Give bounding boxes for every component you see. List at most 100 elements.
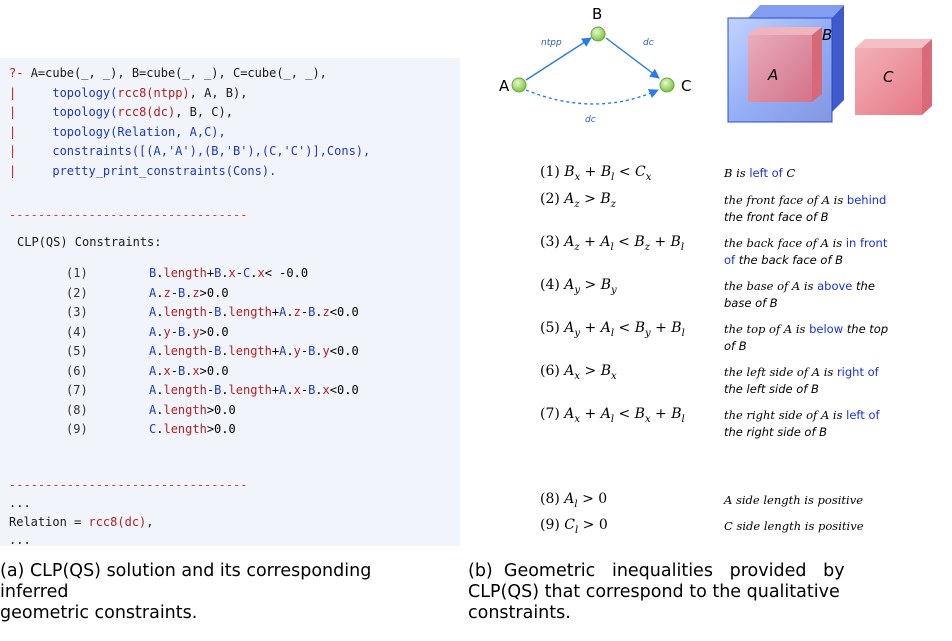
constraint-expression: C.length>0.0 (149, 422, 236, 436)
caption-a: (a) CLP(QS) solution and its correspondi… (0, 561, 371, 624)
constraint-expression: A.length-B.length+A.z-B.z<0.0 (149, 305, 359, 319)
caption-b: (b) Geometric inequalities provided by C… (468, 561, 952, 624)
query-token: rcc8(dc) (117, 105, 176, 119)
node-b-label: B (592, 5, 602, 23)
query-prefix: | (9, 105, 31, 119)
inequality-description: the front face of A is behind the front … (724, 192, 894, 226)
inequality-description: the right side of A is left of the right… (724, 407, 894, 441)
description-text: B is (724, 166, 750, 180)
description-text: A side length is positive (724, 493, 863, 507)
query-line: | topology(rcc8(ntpp), A, B), (9, 86, 247, 100)
inequality-description: the left side of A is right of the left … (724, 364, 894, 398)
inequality-description: C side length is positive (724, 518, 894, 535)
ineq-num: (3) (540, 234, 560, 250)
cubes-illustration: B A C (727, 5, 932, 123)
constraint-expression: A.length-B.length+A.y-B.y<0.0 (149, 344, 359, 358)
separator-line: --------------------------------- (9, 208, 248, 222)
constraint-number: (8) (66, 402, 88, 417)
node-a-label: A (499, 77, 510, 95)
ineq-num: (8) (540, 491, 560, 507)
inequality-description: the base of A is above the base of B (724, 278, 894, 312)
inequality-4-math: (4) Ay > By (540, 277, 617, 296)
query-line: | topology(rcc8(dc), B, C), (9, 105, 233, 119)
query-token: pretty_print_constraints(Cons). (30, 163, 277, 178)
query-token: A=cube(_, _), B=cube(_, _), C=cube(_, _)… (30, 66, 327, 80)
relation-value: rcc8(dc) (88, 515, 147, 529)
node-c (659, 77, 675, 93)
constraint-number: (3) (66, 305, 88, 319)
caption-a-line: (a) CLP(QS) solution and its correspondi… (0, 561, 372, 581)
spatial-relation: in front of (724, 236, 888, 267)
description-text: the base of B (724, 279, 875, 310)
ineq-num: (5) (540, 320, 560, 336)
relation-end: , (146, 515, 154, 529)
cube-c (855, 39, 932, 115)
inequality-7-math: (7) Ax + Al < Bx + Bl (540, 406, 685, 425)
description-text: the front face of A is (724, 193, 847, 207)
query-line: | constraints([(A,'A'),(B,'B'),(C,'C')],… (9, 144, 370, 158)
inequality-description: the top of A is below the top of B (724, 321, 894, 355)
node-b (590, 26, 606, 42)
inequality-8-math: (8) Al > 0 (540, 491, 608, 510)
query-prefix: | (9, 144, 31, 158)
spatial-relation: above (817, 279, 853, 293)
description-text: the back face of A is (724, 236, 846, 250)
edge-bc-label: dc (643, 38, 654, 48)
spatial-relation: left of (846, 408, 880, 422)
ineq-num: (4) (540, 277, 560, 293)
constraint-number: (9) (66, 422, 88, 436)
query-token: constraints([(A,'A'),(B,'B'),(C,'C')],Co… (30, 144, 371, 158)
edge-a-b (525, 37, 592, 81)
description-text: the left side of B (724, 382, 819, 396)
caption-b-line: CLP(QS) that correspond to the qualitati… (468, 582, 840, 602)
ineq-num: (6) (540, 363, 560, 379)
caption-a-line: inferred (0, 582, 69, 602)
caption-a-line: geometric constraints. (0, 603, 198, 623)
description-text: the top of A is (724, 322, 810, 336)
query-prefix: ?- (9, 66, 31, 80)
description-text: the base of A is (724, 279, 818, 293)
constraint-expression: A.x-B.x>0.0 (149, 363, 229, 378)
constraints-header: CLP(QS) Constraints: (17, 235, 162, 249)
inequality-description: A side length is positive (724, 492, 894, 509)
edge-a-c (525, 89, 659, 105)
code-panel (0, 58, 460, 546)
inequality-description: B is left of C (724, 165, 894, 182)
ineq-num: (2) (540, 191, 560, 207)
query-prefix: | (9, 85, 31, 100)
caption-b-line: (b) Geometric inequalities provided by (468, 561, 845, 581)
query-token: topology(Relation, A,C), (30, 124, 226, 139)
query-line: | topology(Relation, A,C), (9, 125, 226, 139)
query-line: | pretty_print_constraints(Cons). (9, 164, 276, 178)
query-prefix: | (9, 163, 31, 178)
ineq-num: (1) (540, 164, 560, 180)
relation-label: Relation = (9, 515, 89, 529)
relation-result: Relation = rcc8(dc), (9, 515, 154, 529)
cube-b-label: B (822, 26, 832, 44)
cube-a-label: A (767, 66, 778, 84)
inequality-5-math: (5) Ay + Al < By + Bl (540, 320, 685, 339)
ellipsis-bottom: ... (9, 533, 31, 547)
description-text: the right side of A is (724, 408, 847, 422)
constraint-expression: A.y-B.y>0.0 (149, 324, 229, 339)
inequality-6-math: (6) Ax > Bx (540, 363, 617, 382)
constraint-number: (6) (66, 363, 88, 378)
relation-graph: A B C ntpp dc dc (499, 5, 691, 125)
description-text: the top of B (724, 322, 889, 353)
edge-b-c (605, 37, 660, 79)
spatial-relation: left of (749, 166, 783, 180)
ellipsis-top: ... (9, 496, 31, 510)
description-text: C (782, 166, 796, 180)
query-token: , B, C), (175, 105, 233, 119)
edge-ac-label: dc (585, 115, 596, 125)
cube-a (748, 27, 822, 102)
ineq-num: (9) (540, 517, 560, 533)
inequality-description: the back face of A is in front of the ba… (724, 235, 894, 269)
query-token: topology( (30, 85, 118, 100)
description-text: C side length is positive (724, 519, 864, 533)
description-text: the left side of A is (724, 365, 837, 379)
constraint-number: (5) (66, 344, 88, 358)
node-c-label: C (681, 77, 691, 95)
description-text: the back face of B (735, 253, 844, 267)
description-text: the right side of B (724, 425, 828, 439)
